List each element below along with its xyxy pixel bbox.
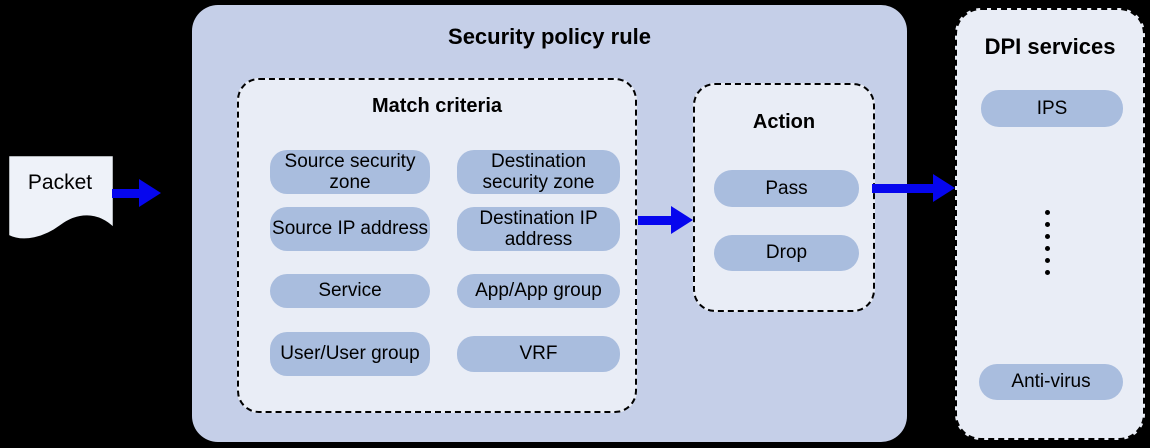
action-title: Action [752, 111, 816, 133]
arrow-packet-to-policy [112, 179, 161, 207]
pill-ips: IPS [981, 90, 1123, 127]
document-shape-icon [6, 153, 116, 241]
match-criteria-title: Match criteria [371, 95, 503, 117]
packet-node: Packet [6, 153, 116, 249]
arrow-head-icon [933, 174, 955, 202]
match-criteria-box: Match criteria Source security zone Dest… [237, 78, 637, 413]
pill-service: Service [270, 274, 430, 308]
arrow-head-icon [671, 206, 693, 234]
arrow-action-to-dpi [872, 174, 955, 202]
pill-source-ip-address: Source IP address [270, 207, 430, 251]
pill-drop: Drop [714, 235, 859, 271]
packet-label: Packet [27, 171, 93, 194]
dpi-services-title: DPI services [984, 34, 1116, 59]
arrow-head-icon [139, 179, 161, 207]
pill-pass: Pass [714, 170, 859, 207]
arrow-match-to-action [638, 206, 693, 234]
security-policy-rule-container: Security policy rule Match criteria Sour… [192, 5, 907, 442]
action-box: Action Pass Drop [693, 83, 875, 312]
pill-source-security-zone: Source security zone [270, 150, 430, 194]
security-policy-rule-title: Security policy rule [448, 24, 651, 49]
arrow-shaft [112, 188, 139, 198]
arrow-shaft [638, 215, 671, 225]
dpi-services-box: DPI services IPS Anti-virus [955, 8, 1145, 440]
pill-user-user-group: User/User group [270, 332, 430, 376]
ellipsis-dots-icon [1045, 210, 1050, 275]
pill-app-app-group: App/App group [457, 274, 620, 308]
pill-destination-security-zone: Destination security zone [457, 150, 620, 194]
pill-destination-ip-address: Destination IP address [457, 207, 620, 251]
arrow-shaft [872, 183, 933, 193]
pill-anti-virus: Anti-virus [979, 364, 1123, 400]
pill-vrf: VRF [457, 336, 620, 372]
